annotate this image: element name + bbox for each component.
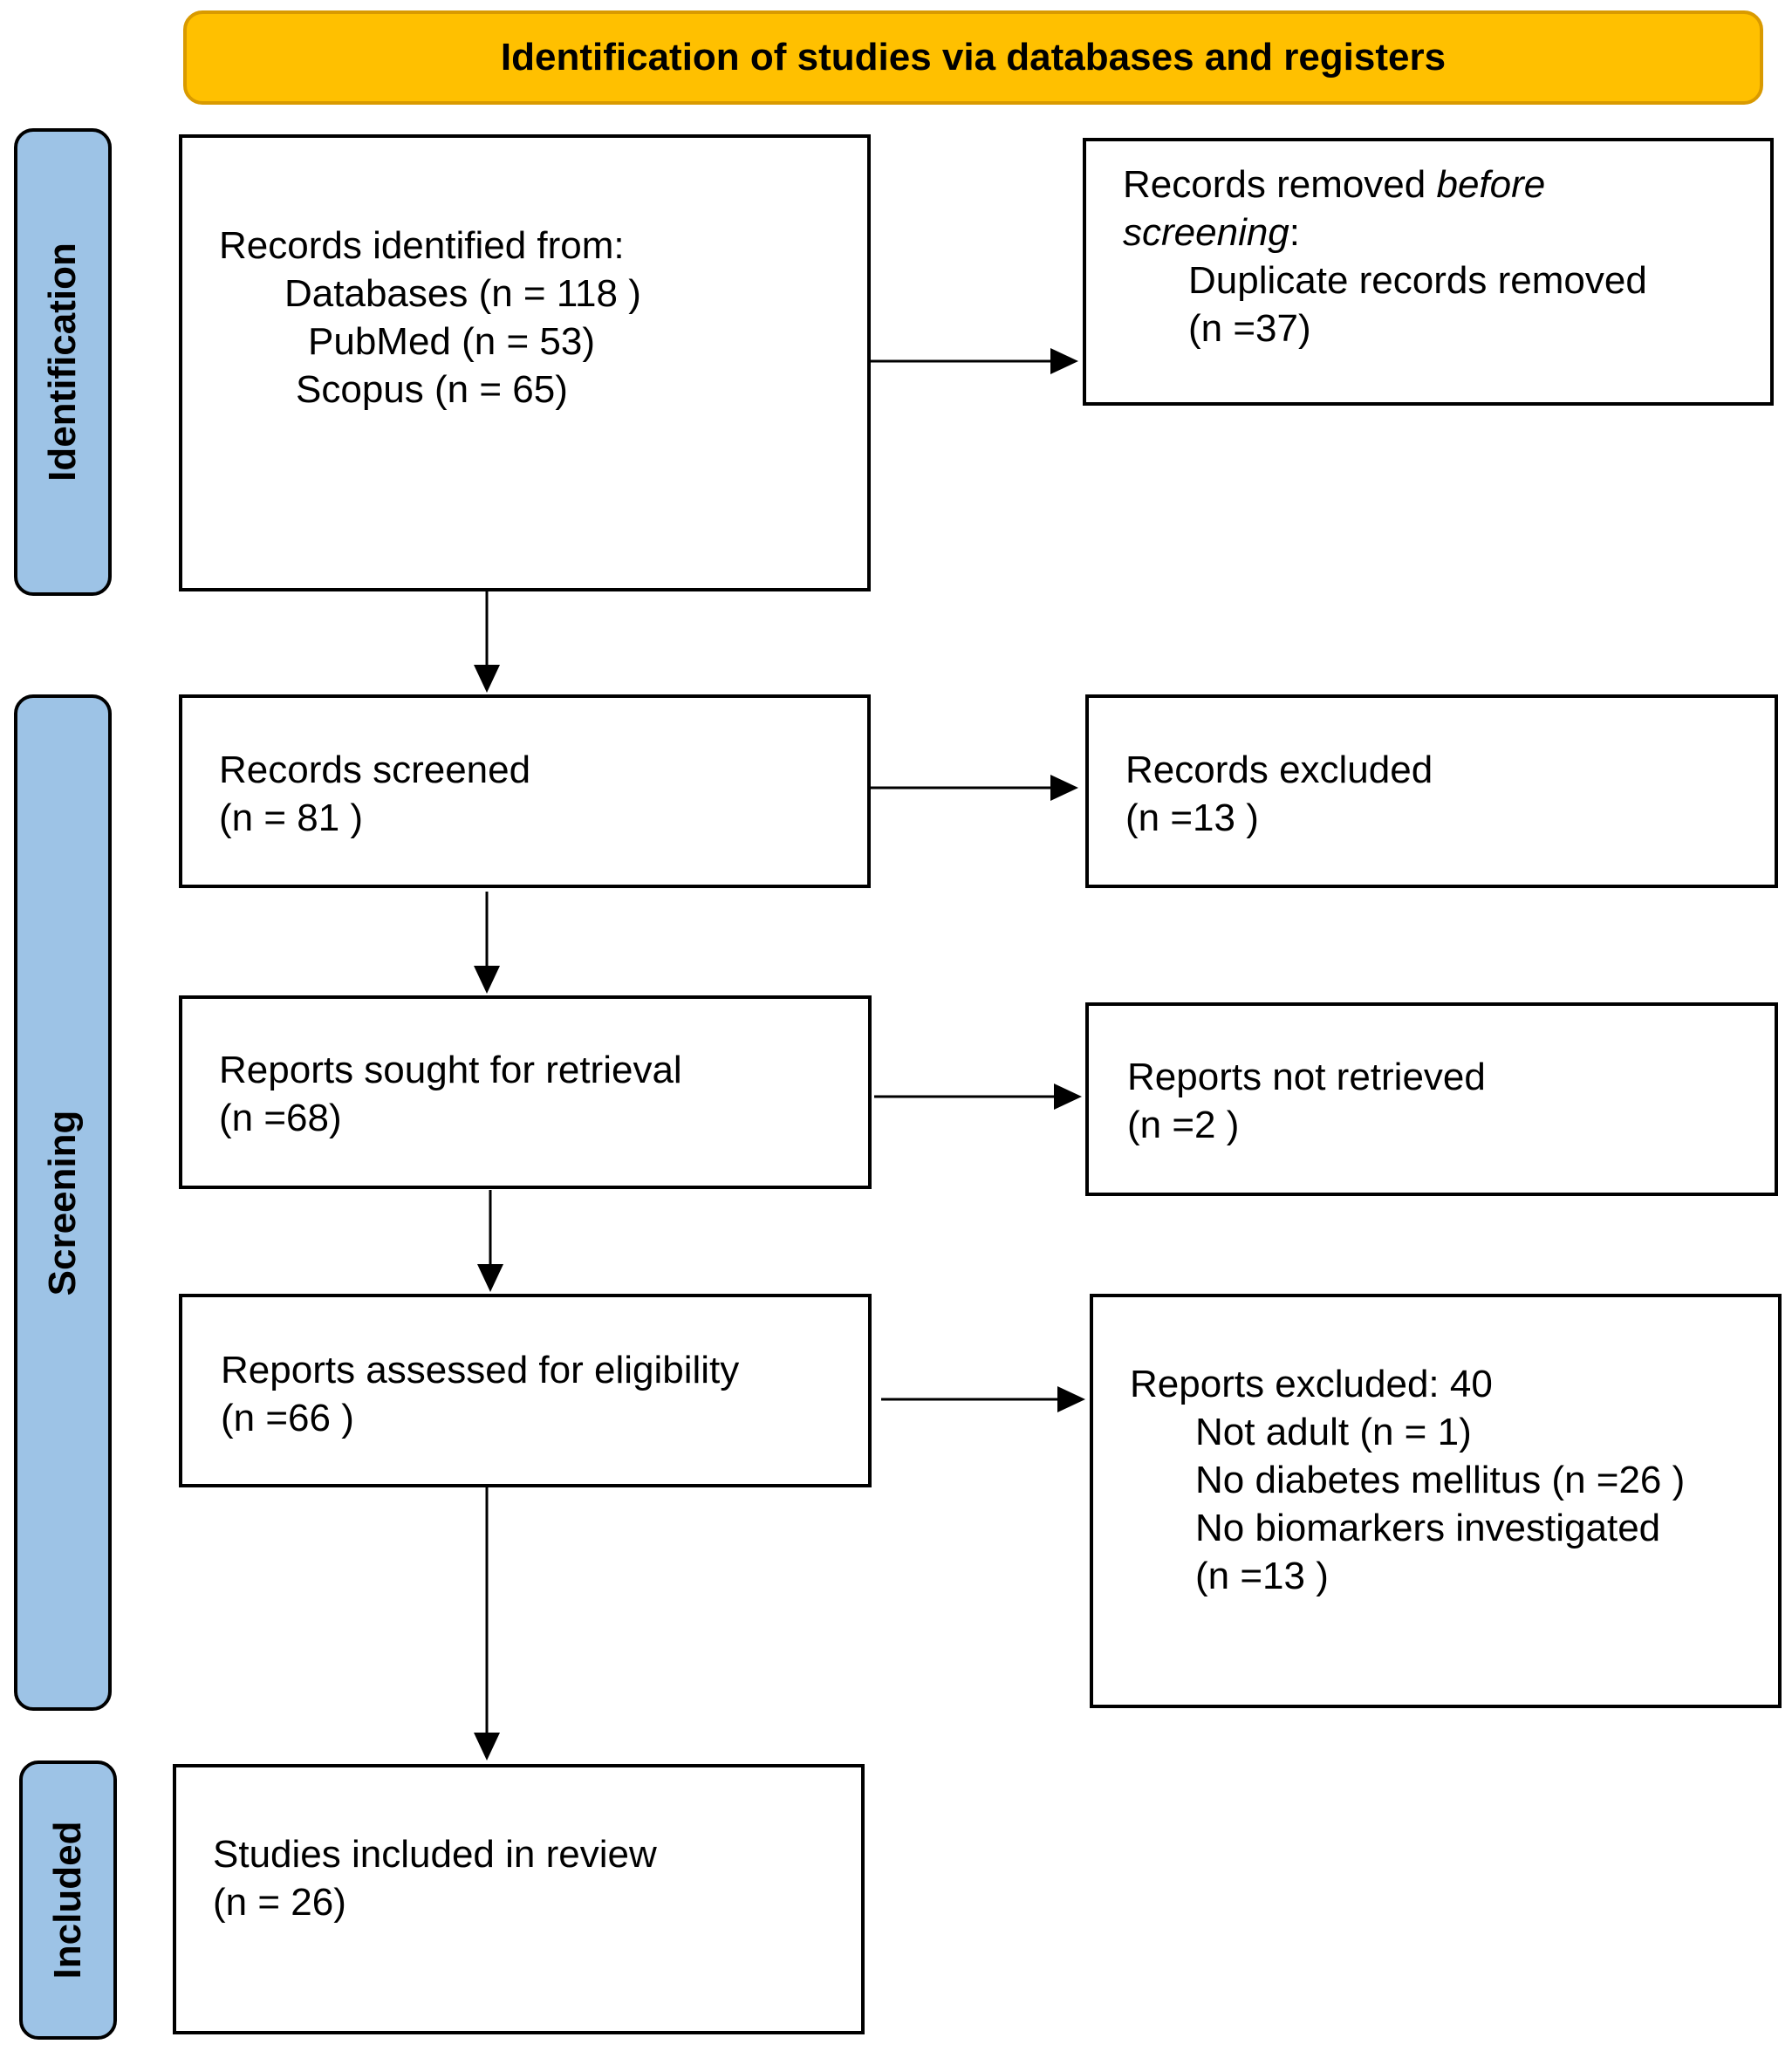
records-removed-duplicate-count: (n =37)	[1188, 307, 1311, 350]
records-removed-heading-italic-1: before	[1436, 163, 1546, 206]
records-excluded-count: (n =13 )	[1125, 796, 1259, 839]
reports-excluded-reason-no-biomarkers: No biomarkers investigated	[1195, 1507, 1661, 1549]
reports-not-retrieved-label: Reports not retrieved	[1127, 1056, 1486, 1098]
box-reports-assessed: Reports assessed for eligibility (n =66 …	[179, 1294, 872, 1487]
records-identified-pubmed: PubMed (n = 53)	[308, 320, 595, 363]
reports-sought-count: (n =68)	[219, 1097, 342, 1139]
reports-excluded-reason-not-adult: Not adult (n = 1)	[1195, 1411, 1472, 1453]
arrowhead-identified-to-removed	[1050, 348, 1078, 374]
box-reports-not-retrieved: Reports not retrieved (n =2 )	[1085, 1002, 1778, 1196]
arrowhead-screened-to-sought	[474, 966, 500, 994]
arrowhead-assessed-to-excluded	[1057, 1386, 1085, 1412]
phase-screening: Screening	[14, 694, 112, 1711]
arrowhead-sought-to-not-retrieved	[1054, 1084, 1082, 1110]
header-banner: Identification of studies via databases …	[183, 10, 1763, 105]
records-removed-heading-italic-2: screening	[1123, 211, 1289, 254]
reports-excluded-reason-no-biomarkers-count: (n =13 )	[1195, 1555, 1329, 1597]
box-records-screened: Records screened (n = 81 )	[179, 694, 871, 888]
reports-excluded-heading: Reports excluded: 40	[1130, 1363, 1493, 1405]
box-studies-included: Studies included in review (n = 26)	[173, 1764, 865, 2034]
reports-assessed-count: (n =66 )	[221, 1397, 354, 1439]
records-screened-count: (n = 81 )	[219, 796, 364, 839]
records-removed-heading-line-1: Records removed before	[1123, 161, 1770, 209]
records-screened-label: Records screened	[219, 749, 531, 791]
arrowhead-sought-to-assessed	[477, 1264, 503, 1292]
reports-not-retrieved-count: (n =2 )	[1127, 1104, 1240, 1146]
records-removed-heading-prefix: Records removed	[1123, 163, 1437, 206]
studies-included-count: (n = 26)	[213, 1881, 346, 1924]
reports-excluded-reason-no-diabetes: No diabetes mellitus (n =26 )	[1195, 1459, 1686, 1501]
box-records-removed: Records removed before screening: Duplic…	[1083, 138, 1774, 406]
studies-included-label: Studies included in review	[213, 1833, 657, 1876]
records-excluded-label: Records excluded	[1125, 749, 1433, 791]
box-records-identified: Records identified from: Databases (n = …	[179, 134, 871, 591]
phase-included: Included	[19, 1760, 117, 2040]
records-removed-heading-suffix: :	[1289, 211, 1301, 254]
reports-assessed-label: Reports assessed for eligibility	[221, 1349, 740, 1391]
records-removed-heading-line-2: screening:	[1123, 209, 1770, 256]
arrowhead-assessed-to-included	[474, 1733, 500, 1760]
records-removed-duplicate-label: Duplicate records removed	[1188, 259, 1647, 302]
records-identified-databases: Databases (n = 118 )	[284, 272, 641, 315]
box-reports-excluded: Reports excluded: 40 Not adult (n = 1) N…	[1090, 1294, 1782, 1708]
reports-sought-label: Reports sought for retrieval	[219, 1049, 682, 1091]
records-identified-scopus: Scopus (n = 65)	[296, 368, 568, 411]
arrowhead-identified-to-screened	[474, 665, 500, 693]
box-reports-sought: Reports sought for retrieval (n =68)	[179, 995, 872, 1189]
header-title: Identification of studies via databases …	[500, 36, 1447, 79]
arrowhead-screened-to-excluded	[1050, 775, 1078, 801]
box-records-excluded: Records excluded (n =13 )	[1085, 694, 1778, 888]
phase-identification: Identification	[14, 128, 112, 596]
records-identified-heading: Records identified from:	[219, 224, 625, 267]
